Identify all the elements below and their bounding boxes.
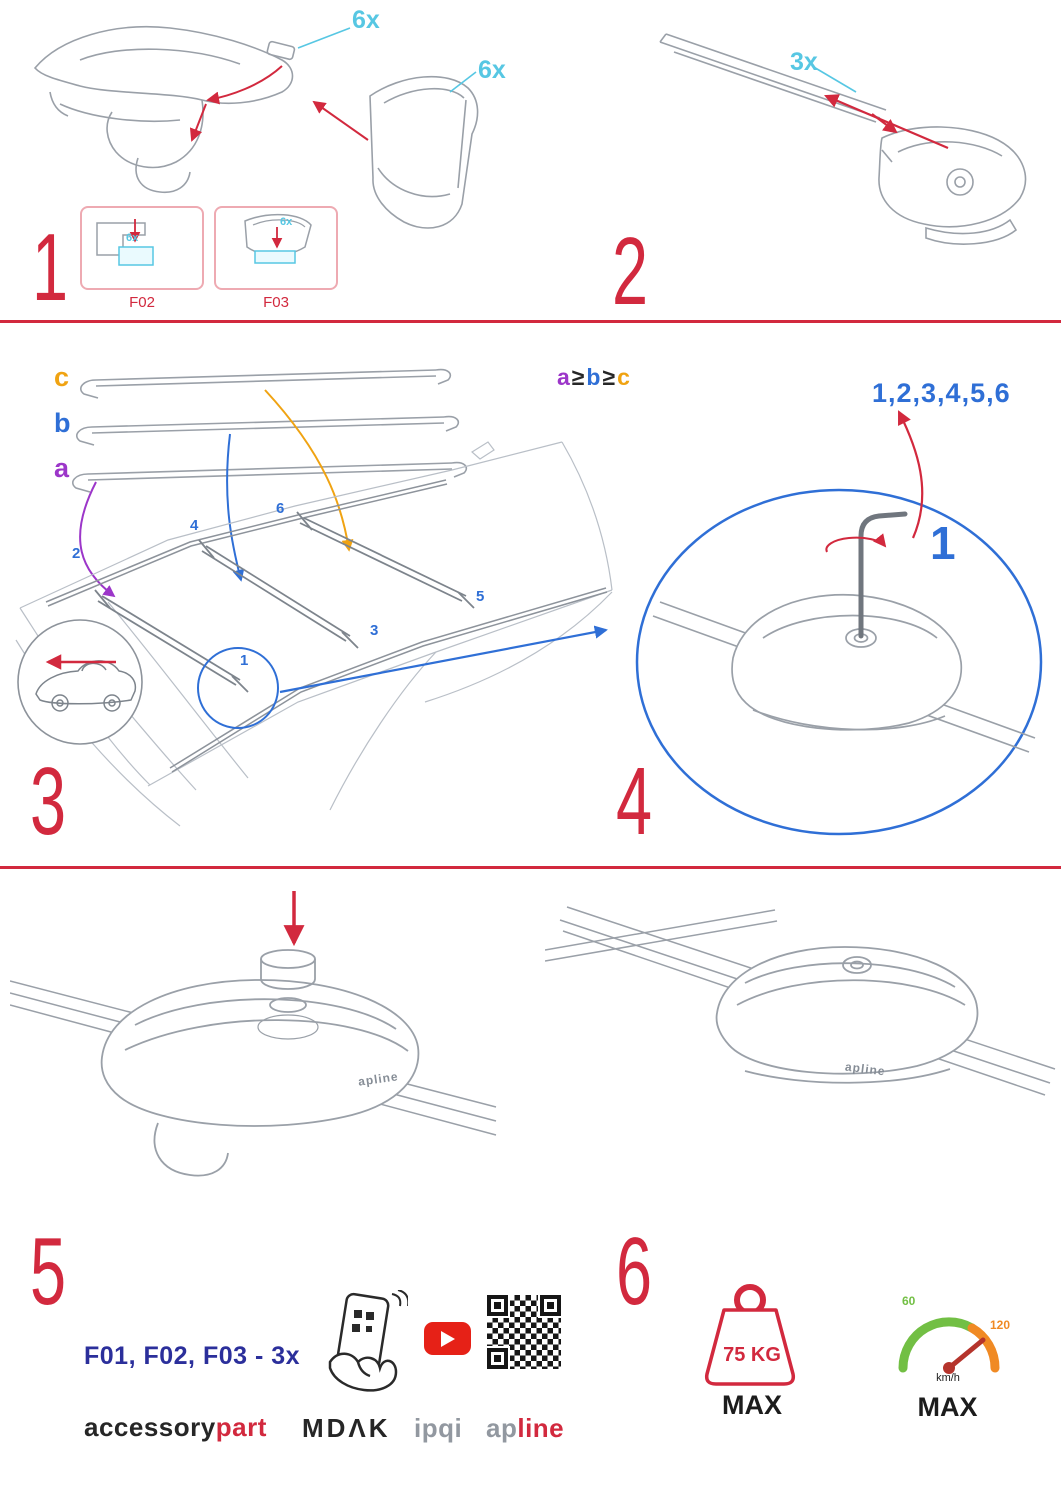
qty-label-endcap: 6x <box>352 6 380 34</box>
length-formula: a≥b≥c <box>556 364 631 391</box>
qty-label-f03: 6x <box>280 216 293 228</box>
crossbar-c-drawing <box>80 368 452 399</box>
sequence-first-number: 1 <box>930 517 956 569</box>
formula-c: c <box>617 364 630 390</box>
speed-unit-label: km/h <box>936 1372 960 1384</box>
formula-op1: ≥ <box>571 364 585 390</box>
qty-label-bolts: 3x <box>790 48 818 76</box>
crossbar-drawing <box>659 33 887 123</box>
sequence-pointer-arrow <box>898 410 924 539</box>
roof-rails <box>45 479 608 773</box>
max-load-label: MAX <box>722 1390 782 1420</box>
brand-accessorypart: accessorypart <box>84 1412 267 1443</box>
formula-a: a <box>557 364 570 390</box>
hex-key-icon <box>858 511 908 639</box>
bar-label-a: a <box>54 453 70 483</box>
qty-label-f02: 6x <box>126 232 139 244</box>
section-divider-1 <box>0 320 1061 323</box>
foot-with-knob-drawing <box>100 949 420 1177</box>
position-1: 1 <box>240 652 249 669</box>
position-4: 4 <box>190 517 199 534</box>
max-speed-label: MAX <box>917 1392 978 1422</box>
install-arrows <box>189 65 369 142</box>
position1-highlight-circle <box>197 647 279 729</box>
qr-finder-bottomleft <box>487 1348 508 1369</box>
step6-illustration <box>545 906 1056 1096</box>
youtube-icon <box>424 1322 471 1355</box>
qr-finder-topright <box>540 1295 561 1316</box>
brand-part-text: part <box>215 1412 267 1442</box>
car-direction-inset <box>17 619 143 745</box>
position-2: 2 <box>72 545 81 562</box>
foot-detail-drawing <box>731 593 963 731</box>
part-code-f02: F02 <box>129 294 155 311</box>
brand-accessory-text: accessory <box>84 1412 216 1442</box>
play-triangle-icon <box>440 1330 455 1347</box>
formula-op2: ≥ <box>602 364 616 390</box>
step4-illustration <box>635 410 1043 836</box>
step5-illustration <box>10 891 497 1177</box>
bar-label-c: c <box>54 362 70 392</box>
tighten-rotation-arrow <box>825 533 887 553</box>
part-f02-drawing <box>96 219 154 266</box>
bar-position-curves <box>79 389 354 598</box>
step5-number: 5 <box>30 1219 66 1326</box>
step2-number: 2 <box>612 219 648 326</box>
kit-contents-text: F01, F02, F03 - 3x <box>84 1342 301 1370</box>
foot-drawing <box>878 126 1027 245</box>
tighten-sequence: 1,2,3,4,5,6 <box>872 378 1011 408</box>
step2-illustration <box>659 33 1027 245</box>
part-code-f03: F03 <box>263 294 289 311</box>
cover-cap-drawing <box>369 75 479 229</box>
max-load-value: 75 KG <box>723 1344 781 1366</box>
part-box-f03: 6x <box>214 206 338 290</box>
step6-number: 6 <box>616 1219 652 1326</box>
position-3: 3 <box>370 622 379 639</box>
brand-mdak: MDΛK <box>302 1413 391 1443</box>
bar-label-b: b <box>54 408 71 438</box>
crossbar-b-drawing <box>76 415 460 446</box>
detail-zoom-circle <box>635 488 1043 836</box>
max-speed-gauge-icon <box>898 1317 1000 1374</box>
qty-label-cover: 6x <box>478 56 506 84</box>
step1-illustration <box>33 25 479 229</box>
brand-ap-text: ap <box>486 1413 518 1443</box>
step3-number: 3 <box>30 749 66 856</box>
position-6: 6 <box>276 500 285 517</box>
mounted-crossbars <box>94 511 475 693</box>
section-divider-2 <box>0 866 1061 869</box>
qty-leader-lines <box>297 27 477 93</box>
step1-number: 1 <box>32 215 68 322</box>
speed-high-tick: 120 <box>990 1318 1011 1332</box>
foot-clamp-drawing <box>33 25 296 194</box>
foot-installed-drawing <box>715 946 979 1084</box>
formula-b: b <box>586 364 601 390</box>
brand-line-text: line <box>517 1413 565 1443</box>
slide-in-arrows <box>824 94 949 150</box>
step3-illustration <box>15 368 613 827</box>
part-f03-drawing <box>244 213 312 264</box>
car-side-drawing <box>35 660 137 712</box>
max-load-weight-icon <box>704 1284 796 1386</box>
part-box-f02: 6x <box>80 206 204 290</box>
qr-finder-topleft <box>487 1295 508 1316</box>
speed-low-tick: 60 <box>902 1294 916 1308</box>
phone-qr-scan-icon <box>328 1290 408 1392</box>
detail-pointer-arrow <box>279 625 608 694</box>
crossbar-a-drawing <box>72 461 468 493</box>
brand-apline: apline <box>486 1413 564 1444</box>
position-5: 5 <box>476 588 485 605</box>
brand-ipqi: ipqi <box>414 1413 463 1443</box>
qr-code-icon <box>484 1292 564 1372</box>
qty-leader-line <box>811 65 857 93</box>
step4-number: 4 <box>616 749 652 856</box>
